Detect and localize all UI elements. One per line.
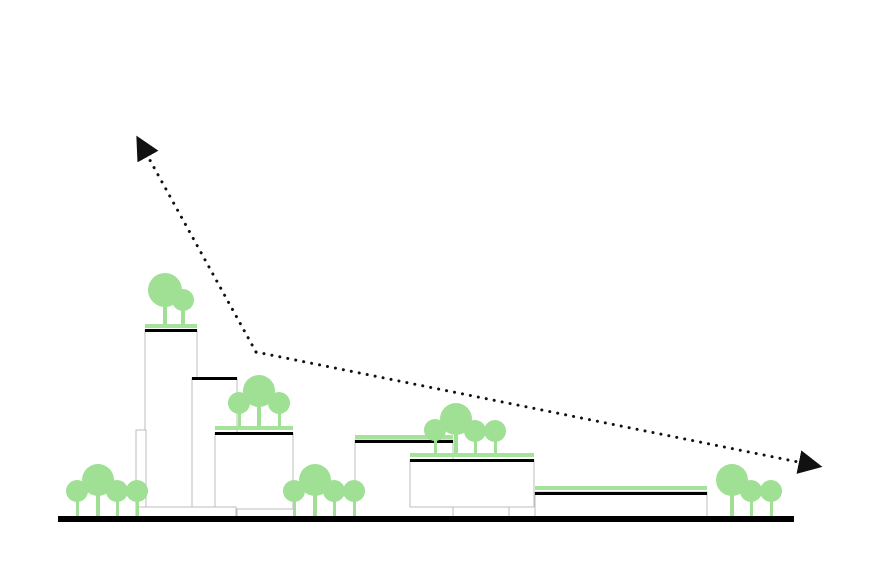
tree-crown	[760, 480, 782, 502]
ground-line	[58, 516, 794, 522]
tree-trunk	[474, 434, 477, 453]
tree-trunk	[353, 494, 356, 517]
tree-crown	[82, 464, 114, 496]
tree-crown	[106, 480, 128, 502]
tree-crown	[716, 464, 748, 496]
tree-crown	[268, 392, 290, 414]
tree-trunk	[494, 434, 497, 453]
tree-crown	[484, 420, 506, 442]
tree-trunk	[333, 494, 336, 517]
tree-group-ground-right	[716, 464, 782, 517]
tree-crown	[66, 480, 88, 502]
sightline-upper-segment	[136, 135, 258, 354]
building-block-3	[409, 459, 535, 508]
tree-trunk	[136, 494, 139, 517]
tree-trunk	[434, 432, 437, 453]
tree-group-ground-middle	[283, 464, 365, 517]
building-block-4-roof-green	[535, 486, 707, 490]
tree-crown	[424, 419, 446, 441]
tree-crown	[172, 289, 194, 311]
tree-crown	[440, 403, 472, 435]
tree-trunk	[730, 486, 734, 517]
tree-crown	[283, 480, 305, 502]
sightline-group	[136, 135, 823, 474]
tree-crown	[243, 375, 275, 407]
building-block-2-roof-green	[355, 435, 453, 439]
tree-crown	[740, 480, 762, 502]
tree-crown	[126, 480, 148, 502]
tree-crown	[464, 420, 486, 442]
building-block-1-roof-green	[215, 426, 293, 430]
tree-trunk	[96, 486, 100, 517]
tree-trunk	[76, 494, 79, 517]
building-block-1-roof-edge	[215, 432, 293, 435]
tree-trunk	[278, 405, 281, 426]
buildings	[135, 324, 708, 518]
building-block-3-roof-green	[410, 453, 534, 457]
building-block-4-roof-edge	[535, 492, 707, 495]
tree-group-block-1-roof	[228, 375, 290, 426]
tree-trunk	[181, 302, 185, 324]
tree-crown	[343, 480, 365, 502]
building-base-right	[452, 506, 510, 518]
trees	[66, 273, 782, 517]
tree-trunk	[257, 398, 261, 426]
building-block-2-roof-edge	[355, 440, 453, 443]
tree-trunk	[238, 405, 241, 426]
tree-crown	[299, 464, 331, 496]
tree-crown	[323, 480, 345, 502]
tree-group-tower-roof	[148, 273, 194, 324]
building-block-1	[214, 432, 294, 510]
tree-trunk	[770, 494, 773, 517]
tree-trunk	[293, 494, 296, 517]
sightline-lower-segment	[254, 350, 823, 474]
building-tower-roof-green	[145, 324, 197, 328]
building-base-left	[135, 506, 237, 518]
building-block-4	[534, 491, 708, 518]
tree-group-ground-left	[66, 464, 148, 517]
building-mid-tower-roof-edge	[192, 377, 237, 380]
tree-trunk	[163, 298, 167, 324]
building-block-3-roof-edge	[410, 459, 534, 462]
tree-trunk	[116, 494, 119, 517]
tree-trunk	[454, 424, 458, 453]
tree-group-block-3-roof	[424, 403, 506, 453]
tree-trunk	[750, 494, 753, 517]
building-tower-roof-edge	[145, 329, 197, 332]
tree-trunk	[313, 486, 317, 517]
building-tower-main	[144, 329, 198, 518]
